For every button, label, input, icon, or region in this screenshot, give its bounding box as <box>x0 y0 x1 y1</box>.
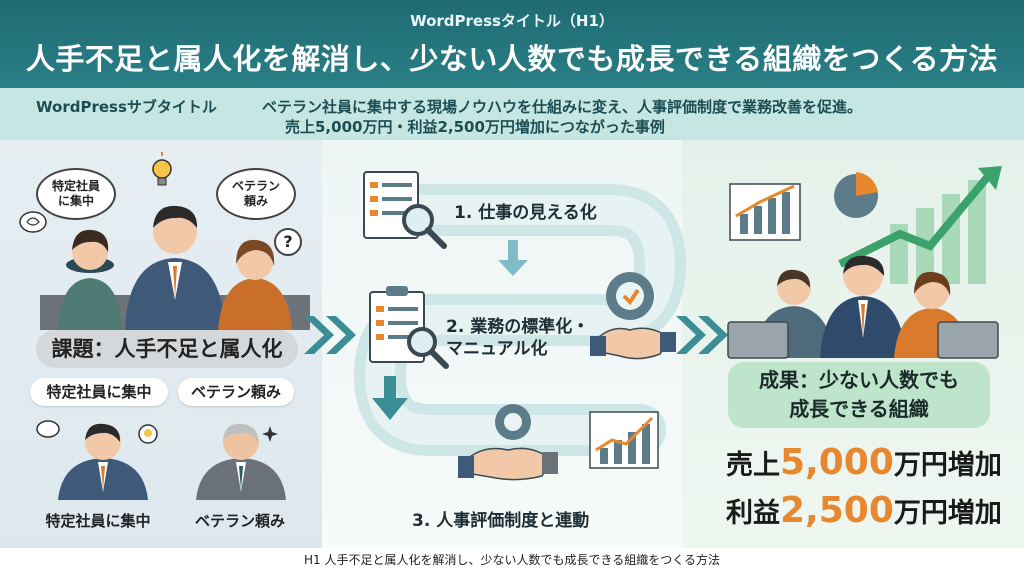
lightbulb-icon <box>152 152 172 186</box>
sales-label: 売上 <box>726 450 780 481</box>
speech-bubble-veteran: ベテラン 頼み <box>216 168 296 220</box>
profit-unit: 万円増加 <box>893 498 1002 529</box>
profit-label: 利益 <box>726 498 780 529</box>
thought-cloud-icon <box>19 211 47 233</box>
subtitle-bar: WordPressサブタイトル ベテラン社員に集中する現場ノウハウを仕組みに変え… <box>0 88 1024 140</box>
header: WordPressタイトル（H1） 人手不足と属人化を解消し、少ない人数でも成長… <box>0 0 1024 88</box>
infographic-body: 特定社員 に集中 ベテラン 頼み ? 課題：人手不足と属人化 特定社員に集中 ベ… <box>0 140 1024 548</box>
caption-specific-employee: 特定社員に集中 <box>45 512 151 530</box>
growth-chart-icon <box>589 411 659 469</box>
subtitle-line-2: 売上5,000万円・利益2,500万円増加につながった事例 <box>285 118 665 136</box>
question-mark-icon: ? <box>274 228 302 256</box>
step-3-label: 3. 人事評価制度と連動 <box>412 511 590 531</box>
speech-bubble-concentration: 特定社員 に集中 <box>36 168 116 220</box>
down-arrow-icon <box>498 240 528 276</box>
sales-unit: 万円増加 <box>893 450 1002 481</box>
h1-caption: WordPressタイトル（H1） <box>410 12 614 30</box>
document-magnifier-icon <box>363 171 447 249</box>
page-title: 人手不足と属人化を解消し、少ない人数でも成長できる組織をつくる方法 <box>25 42 999 76</box>
step-1-label: 1. 仕事の見える化 <box>454 203 597 223</box>
clipboard-checklist-icon <box>369 286 449 369</box>
result-line-1: 成果：少ない人数でも <box>759 368 959 392</box>
tag-veteran-reliance: ベテラン頼み <box>178 378 294 406</box>
result-summary-box: 成果：少ない人数でも 成長できる組織 <box>728 362 990 428</box>
sales-value: 5,000 <box>780 442 894 483</box>
down-left-arrow-icon <box>372 376 408 420</box>
small-thought-cloud-icon <box>36 420 60 438</box>
caption-veteran-reliance: ベテラン頼み <box>194 512 285 530</box>
successful-team-illustration <box>727 255 999 359</box>
tag-specific-employee: 特定社員に集中 <box>30 378 168 406</box>
growth-arrow-illustration <box>729 166 1002 284</box>
problem-heading: 課題：人手不足と属人化 <box>36 330 298 368</box>
sparkle-icon <box>262 426 278 442</box>
stressed-workers-illustration <box>40 205 310 330</box>
subtitle-label: WordPressサブタイトル <box>36 98 217 116</box>
small-lightbulb-icon <box>138 424 158 444</box>
subtitle-line-1: ベテラン社員に集中する現場ノウハウを仕組みに変え、人事評価制度で業務改善を促進。 <box>262 98 863 116</box>
profit-value: 2,500 <box>780 490 894 531</box>
overloaded-employee-illustration <box>58 423 148 500</box>
step-2-label: 2. 業務の標準化・ マニュアル化 <box>446 317 590 360</box>
result-line-2: 成長できる組織 <box>789 397 929 421</box>
gear-handshake-icon <box>590 272 676 360</box>
arrow-right-icon <box>304 316 356 354</box>
arrow-right-result-icon <box>676 316 728 354</box>
sales-increase: 売上5,000万円増加 <box>726 442 1002 483</box>
veteran-employee-illustration <box>196 423 286 500</box>
gear-handshake-icon-2 <box>458 404 558 481</box>
profit-increase: 利益2,500万円増加 <box>726 490 1002 531</box>
footer-caption: H1 人手不足と属人化を解消し、少ない人数でも成長できる組織をつくる方法 <box>0 548 1024 572</box>
